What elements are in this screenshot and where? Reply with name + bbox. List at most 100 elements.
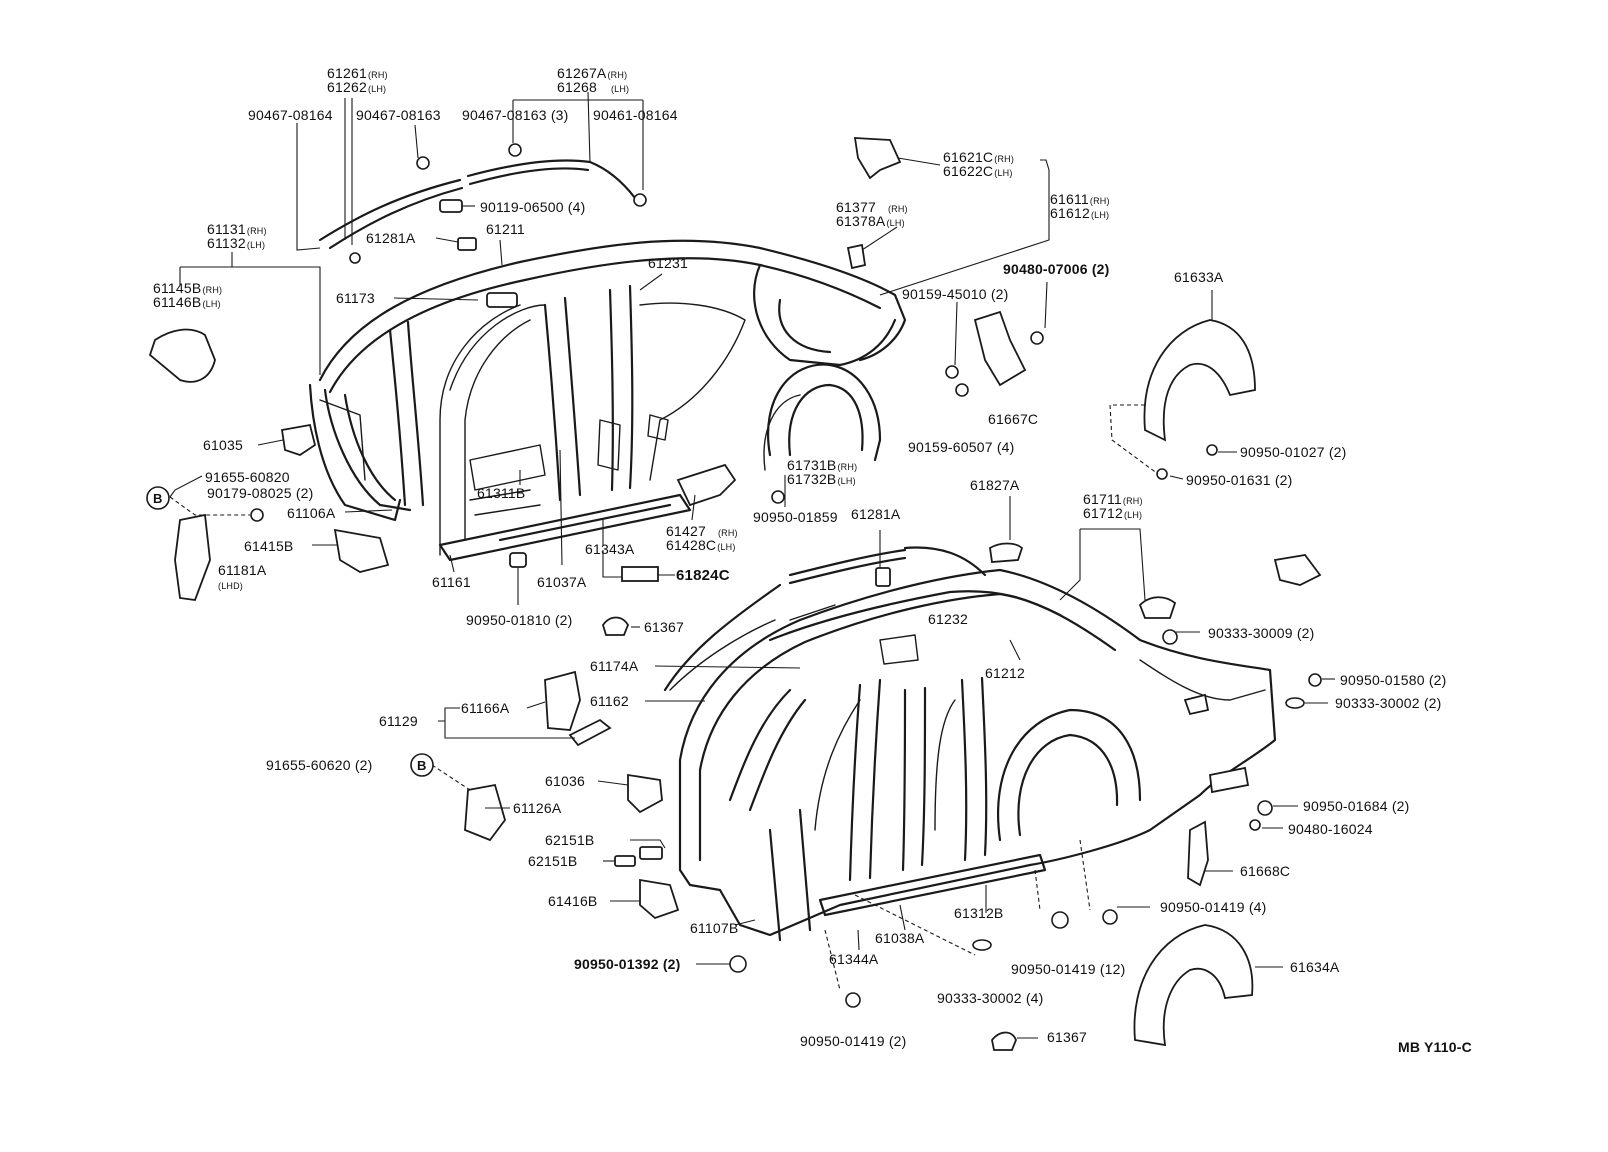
label-90950-01419-2: 90950-01419 (2)	[800, 1033, 907, 1049]
bolt-90480-16024	[1249, 819, 1261, 831]
clip-90179	[250, 508, 264, 522]
label-61827A: 61827A	[970, 477, 1020, 493]
label-61262: 61262(LH)	[327, 79, 387, 95]
label-91655-60820: 91655-60820	[205, 469, 290, 485]
part-61311B	[469, 444, 546, 491]
clip-90950-01810	[509, 552, 527, 568]
roof-drip-mouldings	[318, 159, 647, 264]
label-61212: 61212	[985, 665, 1025, 681]
label-62151B-b: 62151B	[528, 853, 578, 869]
part-61711	[1138, 596, 1177, 619]
label-90467-08163-3: 90467-08163 (3)	[462, 107, 569, 123]
label-61712: 61712(LH)	[1083, 505, 1143, 521]
circle-letter-b2: B	[417, 758, 427, 773]
label-61261: 61261(RH)	[327, 65, 388, 81]
label-90333-30002-b: 90333-30002 (4)	[937, 990, 1044, 1006]
plug-90333-30002	[1285, 697, 1305, 709]
label-61378A: 61378A(LH)	[836, 213, 905, 229]
label-61231: 61231	[648, 255, 688, 271]
label-90950-01580: 90950-01580 (2)	[1340, 672, 1447, 688]
label-61268: 61268(LH)	[557, 79, 630, 95]
lower-body-side-panel	[669, 568, 1277, 942]
label-90467-08164: 90467-08164	[248, 107, 333, 123]
part-61827A	[989, 542, 1024, 563]
label-61611: 61611(RH)	[1050, 191, 1110, 207]
label-91655-60620: 91655-60620 (2)	[266, 757, 373, 773]
label-61416B: 61416B	[548, 893, 598, 909]
label-61731B: 61731B(RH)	[787, 457, 858, 473]
label-90950-01419-12: 90950-01419 (12)	[1011, 961, 1126, 977]
label-61131: 61131(RH)	[207, 221, 267, 237]
label-61344A: 61344A	[829, 951, 879, 967]
label-61612: 61612(LH)	[1050, 205, 1110, 221]
part-61668C	[1187, 820, 1209, 887]
label-61427: 61427(RH)	[666, 523, 738, 539]
label-61181A-lhd: (LHD)	[218, 581, 243, 591]
part-61633A	[1143, 319, 1256, 442]
label-61126A: 61126A	[513, 800, 562, 816]
part-bracket-rh	[1273, 554, 1322, 586]
label-61824C: 61824C	[676, 567, 730, 584]
label-61146B: 61146B(LH)	[153, 294, 221, 310]
label-61145B: 61145B(RH)	[153, 280, 223, 296]
label-61037A: 61037A	[537, 574, 587, 590]
part-61416B	[639, 878, 680, 920]
label-90480-07006: 90480-07006 (2)	[1003, 261, 1110, 277]
label-90159-60507: 90159-60507 (4)	[908, 439, 1015, 455]
label-61621C: 61621C(RH)	[943, 149, 1015, 165]
label-61161: 61161	[432, 574, 471, 590]
label-61711: 61711(RH)	[1083, 491, 1143, 507]
label-62151B-a: 62151B	[545, 832, 595, 848]
label-61106A: 61106A	[287, 505, 336, 521]
clip-90950-01859	[771, 490, 785, 504]
label-61281A-mid: 61281A	[851, 506, 901, 522]
label-61267A: 61267A(RH)	[557, 65, 628, 81]
label-90159-45010: 90159-45010 (2)	[902, 286, 1009, 302]
label-61035: 61035	[203, 437, 243, 453]
label-90950-01631: 90950-01631 (2)	[1186, 472, 1293, 488]
plug-90950-01684	[1257, 800, 1273, 816]
label-90333-30009: 90333-30009 (2)	[1208, 625, 1315, 641]
label-61181A: 61181A	[218, 562, 267, 578]
label-61107B: 61107B	[690, 920, 739, 936]
part-61035	[280, 423, 317, 456]
label-90119-06500: 90119-06500 (4)	[480, 199, 586, 215]
label-90950-01684: 90950-01684 (2)	[1303, 798, 1410, 814]
label-61415B: 61415B	[244, 538, 294, 554]
part-61621C	[853, 137, 902, 180]
label-61668C: 61668C	[1240, 863, 1291, 879]
label-90950-01859: 90950-01859	[753, 509, 838, 525]
label-61166A: 61166A	[461, 700, 510, 716]
label-90480-16024: 90480-16024	[1288, 821, 1373, 837]
part-61036	[627, 773, 663, 814]
label-61311B: 61311B	[477, 485, 526, 501]
diagram-code: MB Y110-C	[1398, 1039, 1472, 1055]
label-61129: 61129	[379, 713, 418, 729]
part-62151B-b	[614, 855, 636, 867]
part-61377	[846, 243, 867, 270]
part-61166A	[544, 670, 581, 731]
marker-circle-b2	[410, 753, 434, 777]
label-61343A: 61343A	[585, 541, 635, 557]
label-90333-30002-r: 90333-30002 (2)	[1335, 695, 1442, 711]
label-61367-bottom: 61367	[1047, 1029, 1087, 1045]
marker-circle-b1	[146, 486, 170, 510]
plug-90950-01580	[1308, 673, 1322, 687]
label-61038A: 61038A	[875, 930, 925, 946]
bolt-90159-60507	[955, 383, 969, 397]
label-90461-08164: 90461-08164	[593, 107, 678, 123]
label-61162: 61162	[590, 693, 629, 709]
part-61824C	[621, 566, 659, 582]
label-61732B: 61732B(LH)	[787, 471, 856, 487]
label-61173: 61173	[336, 290, 375, 306]
lower-roof-mouldings	[663, 546, 987, 692]
label-90179-08025: 90179-08025 (2)	[207, 485, 314, 501]
part-61667C	[973, 310, 1027, 387]
part-61427	[676, 463, 737, 507]
part-61126A	[464, 783, 506, 842]
part-61181A	[174, 513, 211, 601]
clip-61281A	[875, 567, 891, 587]
part-61634A	[1133, 924, 1254, 1047]
